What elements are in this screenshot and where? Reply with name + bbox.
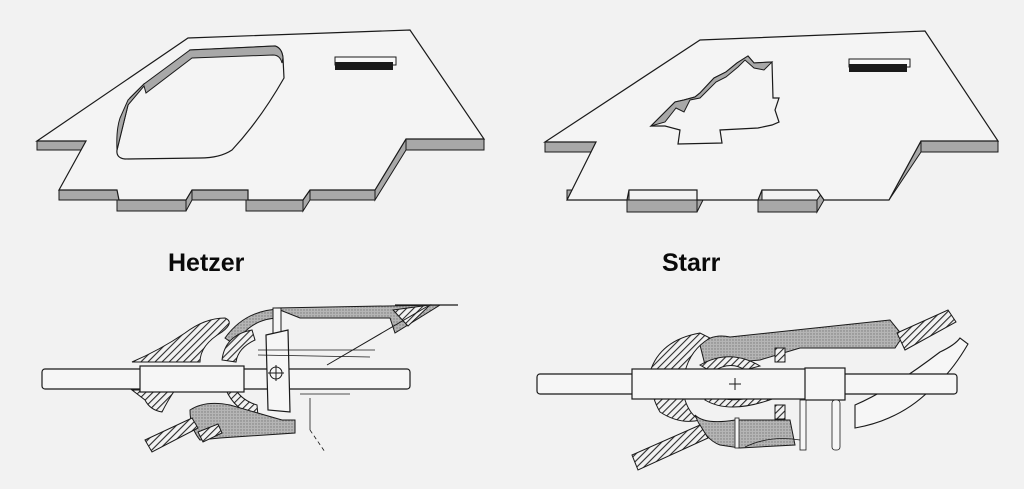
starr-mount	[536, 309, 969, 471]
starr-plate	[542, 30, 1000, 214]
starr-label: Starr	[662, 249, 721, 277]
hetzer-plate	[35, 29, 486, 213]
hetzer-mount	[41, 304, 458, 453]
hetzer-label: Hetzer	[168, 249, 245, 277]
